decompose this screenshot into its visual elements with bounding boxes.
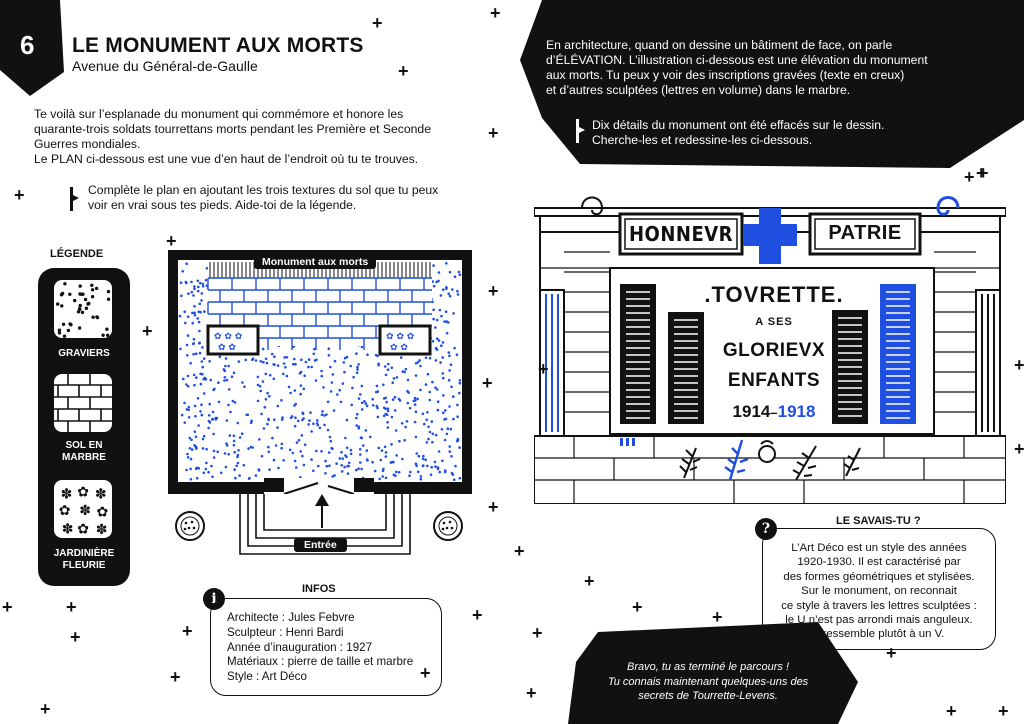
monument-glorieux: GLORIEVX <box>722 340 826 361</box>
svg-text:✿: ✿ <box>59 502 71 518</box>
decor-cross-icon: + <box>372 13 383 33</box>
legend-title: LÉGENDE <box>50 248 104 260</box>
bullet-flag-icon-white <box>576 119 585 143</box>
page-subtitle: Avenue du Général-de-Gaulle <box>72 58 258 74</box>
svg-text:✽: ✽ <box>95 485 107 501</box>
svg-text:✿: ✿ <box>77 483 89 499</box>
svg-text:✽: ✽ <box>62 521 74 537</box>
svg-text:✿: ✿ <box>77 520 89 536</box>
elevation-text-panel <box>520 0 1024 168</box>
bullet-flag-icon <box>70 187 79 211</box>
decor-cross-icon: + <box>40 699 51 719</box>
svg-text:✿: ✿ <box>97 504 109 520</box>
elevation-instruction: Dix détails du monument ont été effacés … <box>592 118 885 147</box>
decor-cross-icon: + <box>420 663 431 683</box>
decor-cross-icon: + <box>142 321 153 341</box>
legend-marble-swatch <box>54 374 112 432</box>
svg-text:✿ ✿ ✿: ✿ ✿ ✿ <box>386 332 415 342</box>
decor-cross-icon: + <box>632 597 643 617</box>
info-sculptor: Sculpteur : Henri Bardi <box>227 625 344 639</box>
decor-cross-icon: + <box>170 667 181 687</box>
monument-word-honneur: HONNEVR <box>628 222 734 246</box>
monument-elevation: HONNEVR PATRIE .TOVRETTE. A SES GLORIEVX… <box>533 186 1007 505</box>
svg-text:✿ ✿ ✿: ✿ ✿ ✿ <box>214 332 243 342</box>
monument-enfants: ENFANTS <box>727 370 821 391</box>
plan-instruction: Complète le plan en ajoutant les trois t… <box>88 183 439 212</box>
decor-cross-icon: + <box>398 61 409 81</box>
svg-text:✽: ✽ <box>61 486 73 502</box>
decor-cross-icon: + <box>946 701 957 721</box>
decor-cross-icon: + <box>70 627 81 647</box>
infos-panel: Architecte : Jules Febvre Sculpteur : He… <box>210 598 442 696</box>
svg-text:✿ ✿: ✿ ✿ <box>218 343 236 353</box>
elevation-text: En architecture, quand on dessine un bât… <box>546 38 928 97</box>
decor-cross-icon: + <box>712 607 723 627</box>
intro-text: Te voilà sur l’esplanade du monument qui… <box>34 107 431 166</box>
decor-cross-icon: + <box>964 167 975 187</box>
decor-cross-icon: + <box>526 683 537 703</box>
page-number-corner <box>0 0 64 96</box>
decor-cross-icon: + <box>584 571 595 591</box>
conclusion-panel <box>568 622 858 724</box>
monument-a-ses: A SES <box>755 316 793 328</box>
conclusion-text: Bravo, tu as terminé le parcours ! Tu co… <box>607 661 809 702</box>
decor-cross-icon: + <box>998 701 1009 721</box>
decor-cross-icon: + <box>514 541 525 561</box>
decor-cross-icon: + <box>472 605 483 625</box>
svg-text:✽: ✽ <box>96 521 108 537</box>
decor-cross-icon: + <box>538 359 549 379</box>
legend-gravel-label: GRAVIERS <box>58 348 110 359</box>
monument-years: 1914–1918 <box>732 402 816 421</box>
legend-flowerbed-label: JARDINIÈRE FLEURIE <box>53 548 115 571</box>
legend-flowerbed-swatch: ✽✿✽✿✽✿✽✿✽ <box>54 480 112 538</box>
decor-cross-icon: + <box>1014 355 1024 375</box>
monument-year-start: 1914 <box>732 402 771 421</box>
info-style: Style : Art Déco <box>227 670 307 684</box>
info-year: Année d’inauguration : 1927 <box>227 640 373 654</box>
svg-text:✽: ✽ <box>79 502 91 518</box>
info-materials: Matériaux : pierre de taille et marbre <box>227 655 414 669</box>
site-plan: ✿ ✿ ✿✿ ✿ ✿ ✿ ✿✿ ✿ <box>168 250 472 495</box>
svg-text:✿ ✿: ✿ ✿ <box>390 343 408 353</box>
decor-cross-icon: + <box>166 231 177 251</box>
decor-cross-icon: + <box>182 621 193 641</box>
legend-gravel-swatch <box>54 280 112 338</box>
decor-cross-icon: + <box>532 623 543 643</box>
decor-cross-icon: + <box>14 185 25 205</box>
decor-cross-icon: + <box>1014 439 1024 459</box>
savais-tu-title: LE SAVAIS-TU ? <box>836 515 921 527</box>
monument-town-name: .TOVRETTE. <box>704 282 844 307</box>
decor-cross-icon: + <box>488 123 499 143</box>
legend-marble-label: SOL EN MARBRE <box>62 440 106 463</box>
plan-entrance-label: Entrée <box>294 538 347 552</box>
decor-cross-icon: + <box>886 643 897 663</box>
decor-cross-icon: + <box>488 281 499 301</box>
tree-left-icon <box>175 511 205 541</box>
decor-cross-icon: + <box>482 373 493 393</box>
decor-cross-icon: + <box>66 597 77 617</box>
savais-tu-panel: L’Art Déco est un style des années 1920-… <box>762 528 996 650</box>
decor-cross-icon: + <box>488 497 499 517</box>
tree-right-icon <box>433 511 463 541</box>
decor-cross-icon: + <box>978 163 989 183</box>
plan-monument-label: Monument aux morts <box>254 255 377 269</box>
decor-cross-icon: + <box>2 597 13 617</box>
legend-panel: GRAVIERS SOL EN MARBRE ✽✿✽✿✽✿✽✿✽ JARDINI… <box>38 268 130 586</box>
info-architect: Architecte : Jules Febvre <box>227 611 355 624</box>
page-number: 6 <box>20 30 35 60</box>
monument-word-patrie: PATRIE <box>828 222 902 244</box>
page-title: LE MONUMENT AUX MORTS <box>72 34 364 57</box>
monument-year-end: 1918 <box>777 402 816 421</box>
decor-cross-icon: + <box>976 163 987 183</box>
infos-title: INFOS <box>302 583 336 595</box>
decor-cross-icon: + <box>490 3 501 23</box>
